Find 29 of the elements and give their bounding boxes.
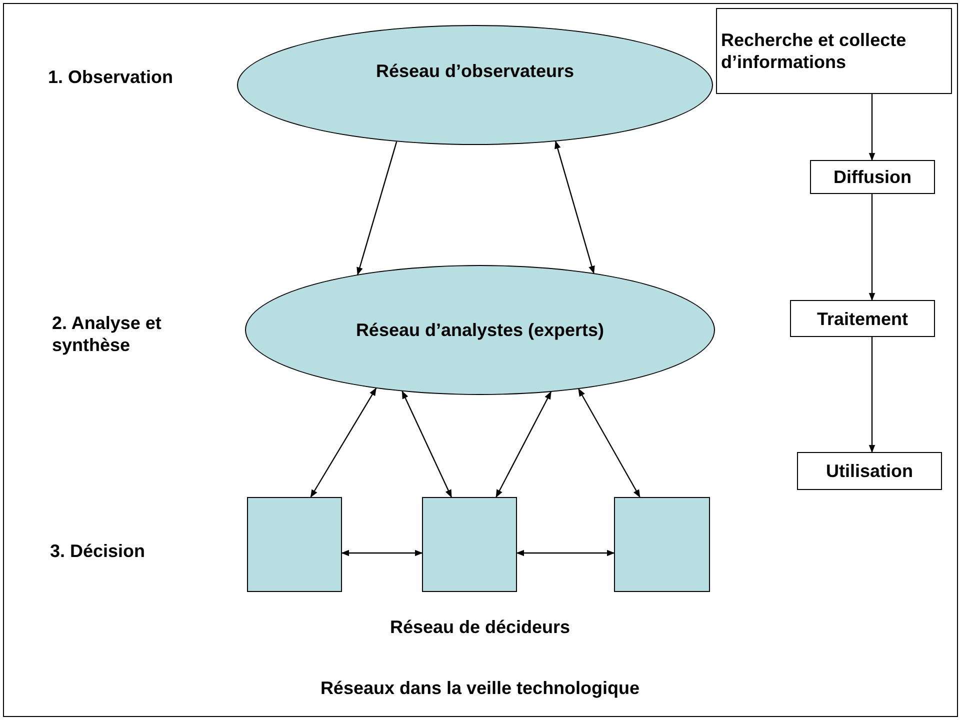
- arrow: [310, 388, 377, 498]
- arrow: [496, 391, 552, 498]
- node-label: Diffusion: [834, 166, 912, 188]
- node-label: Réseau d’analystes (experts): [356, 319, 604, 341]
- stage-label: 3. Décision: [50, 540, 146, 562]
- arrow: [516, 550, 615, 556]
- network-label: Réseau de décideurs: [388, 616, 572, 638]
- step-box: [790, 300, 935, 337]
- arrow: [341, 550, 423, 556]
- stage-label: 2. Analyse et synthèse: [52, 312, 162, 356]
- arrow: [356, 141, 398, 276]
- arrow: [868, 337, 876, 453]
- step-box: [797, 452, 942, 490]
- node-label: Traitement: [816, 308, 908, 330]
- arrow: [578, 388, 640, 498]
- stage-label: 1. Observation: [48, 66, 174, 88]
- arrow: [868, 194, 876, 301]
- step-box: [810, 160, 935, 194]
- box-shape: [614, 497, 710, 592]
- node-label: Réseau d’observateurs: [376, 60, 574, 82]
- node-label: Recherche et collecte d’informations: [720, 29, 908, 73]
- arrow: [402, 390, 452, 498]
- box-shape: [247, 497, 342, 592]
- step-box: [716, 8, 952, 94]
- arrow: [554, 140, 595, 274]
- caption: Réseaux dans la veille technologique: [319, 677, 641, 699]
- box-shape: [422, 497, 517, 592]
- node-label: Utilisation: [826, 460, 913, 482]
- arrow: [868, 94, 876, 161]
